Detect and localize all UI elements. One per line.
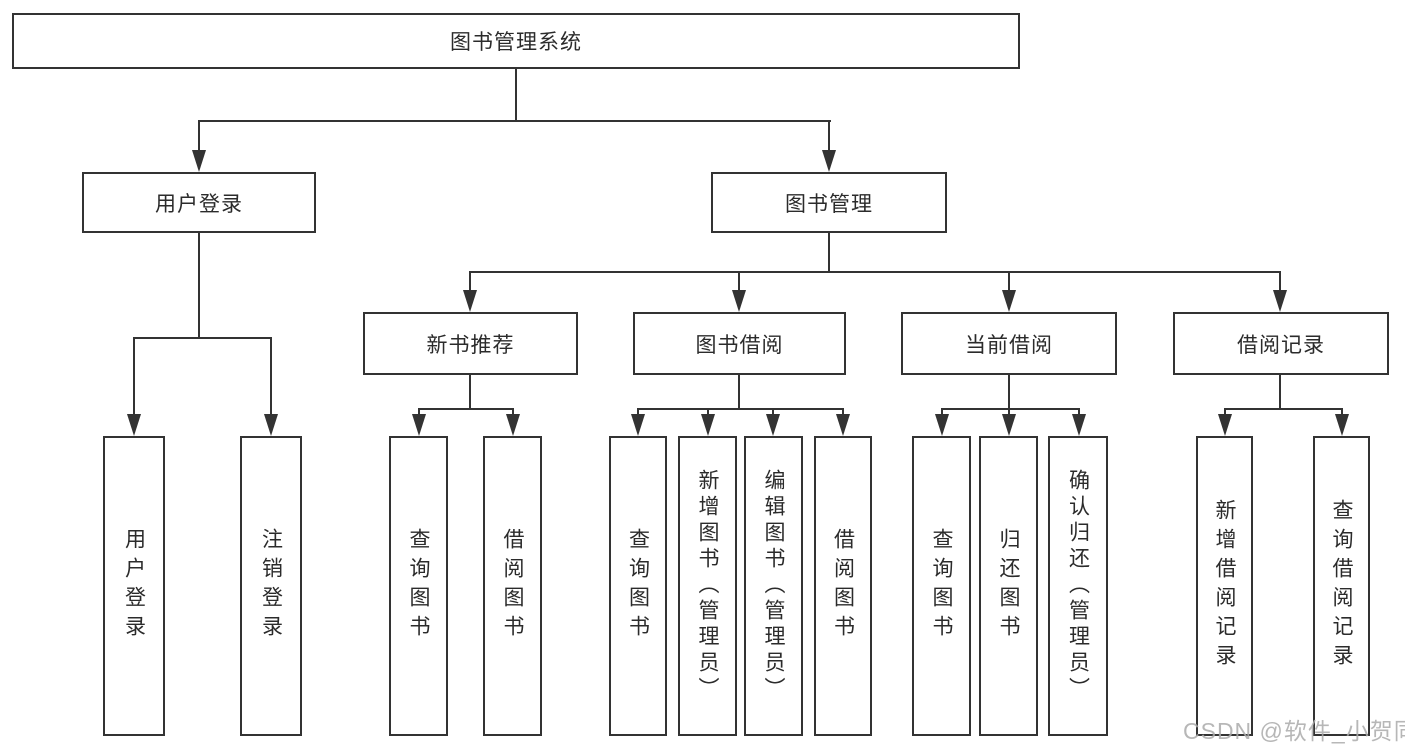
leaf-user-login: 用户登录 — [103, 436, 165, 736]
leaf-label: 确认归还（管理员） — [1066, 469, 1090, 703]
leaf-label: 查询图书 — [407, 528, 430, 644]
node-label: 当前借阅 — [965, 333, 1053, 357]
connector-line — [842, 408, 844, 416]
leaf-query-books-borrow: 查询图书 — [609, 436, 667, 736]
connector-line — [133, 337, 135, 416]
leaf-label: 注销登录 — [259, 528, 283, 644]
leaf-confirm-return-admin: 确认归还（管理员） — [1048, 436, 1108, 736]
node-new-book-recommend: 新书推荐 — [363, 312, 578, 375]
leaf-add-books-admin: 新增图书（管理员） — [678, 436, 737, 736]
arrow-down-icon — [732, 290, 746, 312]
leaf-label: 新增借阅记录 — [1213, 499, 1236, 673]
connector-line — [738, 375, 740, 408]
node-book-management: 图书管理 — [711, 172, 947, 233]
leaf-edit-books-admin: 编辑图书（管理员） — [744, 436, 803, 736]
leaf-label: 借阅图书 — [831, 528, 855, 644]
connector-line — [828, 120, 830, 154]
node-user-login: 用户登录 — [82, 172, 316, 233]
connector-line — [1078, 408, 1080, 416]
node-label: 图书借阅 — [695, 333, 784, 357]
connector-line — [1341, 408, 1343, 416]
arrow-down-icon — [1218, 414, 1232, 436]
connector-line — [1279, 271, 1281, 292]
leaf-query-books-recommend: 查询图书 — [389, 436, 448, 736]
connector-line — [469, 375, 471, 408]
connector-line — [707, 408, 709, 416]
leaf-label: 借阅图书 — [501, 528, 524, 644]
leaf-logout: 注销登录 — [240, 436, 302, 736]
leaf-return-books: 归还图书 — [979, 436, 1038, 736]
connector-line — [941, 408, 943, 416]
arrow-down-icon — [412, 414, 426, 436]
node-borrowing-records: 借阅记录 — [1173, 312, 1389, 375]
connector-line — [515, 69, 517, 120]
arrow-down-icon — [836, 414, 850, 436]
arrow-down-icon — [935, 414, 949, 436]
leaf-label: 编辑图书（管理员） — [762, 469, 785, 703]
connector-line — [1008, 375, 1010, 408]
leaf-label: 新增图书（管理员） — [696, 469, 719, 703]
leaf-label: 查询图书 — [626, 528, 650, 644]
connector-line — [512, 408, 514, 416]
arrow-down-icon — [127, 414, 141, 436]
arrow-down-icon — [631, 414, 645, 436]
node-label: 图书管理 — [785, 192, 873, 216]
connector-line — [418, 408, 514, 410]
connector-line — [133, 337, 272, 339]
connector-line — [270, 337, 272, 416]
arrow-down-icon — [766, 414, 780, 436]
connector-line — [198, 120, 200, 154]
leaf-query-borrow-record: 查询借阅记录 — [1313, 436, 1370, 736]
arrow-down-icon — [264, 414, 278, 436]
node-label: 用户登录 — [155, 192, 243, 216]
leaf-borrow-books: 借阅图书 — [814, 436, 872, 736]
node-label: 图书管理系统 — [450, 31, 582, 54]
leaf-label: 用户登录 — [122, 528, 146, 644]
arrow-down-icon — [1273, 290, 1287, 312]
csdn-watermark: CSDN @软件_小贺同学 — [1183, 718, 1405, 744]
connector-line — [941, 408, 1080, 410]
leaf-label: 归还图书 — [997, 528, 1020, 644]
leaf-query-books-current: 查询图书 — [912, 436, 971, 736]
node-book-borrowing: 图书借阅 — [633, 312, 846, 375]
connector-line — [418, 408, 420, 416]
leaf-label: 查询借阅记录 — [1330, 499, 1353, 673]
connector-line — [1279, 375, 1281, 408]
leaf-add-borrow-record: 新增借阅记录 — [1196, 436, 1253, 736]
node-book-management-system: 图书管理系统 — [12, 13, 1020, 69]
connector-line — [637, 408, 844, 410]
connector-line — [469, 271, 1280, 273]
connector-line — [198, 120, 831, 122]
connector-line — [469, 271, 471, 292]
leaf-label: 查询图书 — [930, 528, 953, 644]
arrow-down-icon — [1335, 414, 1349, 436]
node-label: 新书推荐 — [426, 333, 515, 357]
connector-line — [1224, 408, 1226, 416]
connector-line — [828, 233, 830, 271]
connector-line — [637, 408, 639, 416]
connector-line — [198, 233, 200, 337]
connector-line — [1008, 408, 1010, 416]
leaf-borrow-books-recommend: 借阅图书 — [483, 436, 542, 736]
arrow-down-icon — [463, 290, 477, 312]
arrow-down-icon — [192, 150, 206, 172]
connector-line — [738, 271, 740, 292]
arrow-down-icon — [1002, 290, 1016, 312]
connector-line — [772, 408, 774, 416]
arrow-down-icon — [1002, 414, 1016, 436]
arrow-down-icon — [822, 150, 836, 172]
arrow-down-icon — [506, 414, 520, 436]
connector-line — [1224, 408, 1342, 410]
node-current-borrowing: 当前借阅 — [901, 312, 1117, 375]
arrow-down-icon — [701, 414, 715, 436]
node-label: 借阅记录 — [1237, 333, 1325, 357]
arrow-down-icon — [1072, 414, 1086, 436]
connector-line — [1008, 271, 1010, 292]
